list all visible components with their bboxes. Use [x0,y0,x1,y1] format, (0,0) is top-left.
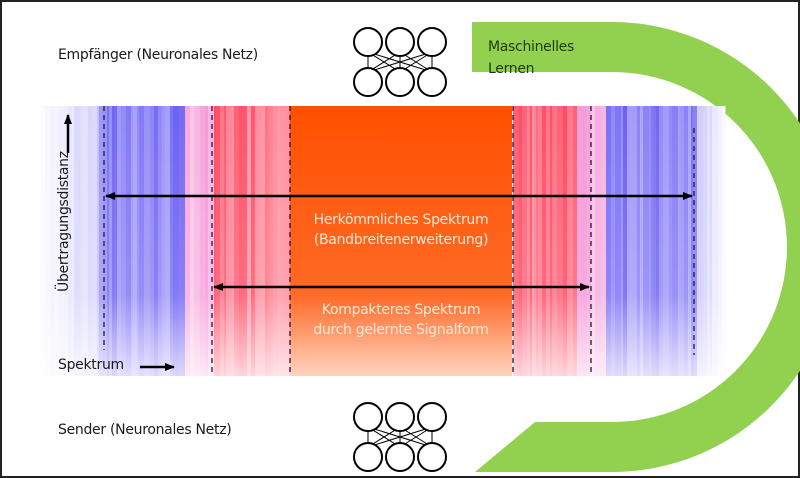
machine-learning-line1: Maschinelles [488,39,574,55]
nn-node [417,27,447,57]
nn-node [417,402,447,432]
compact-line2: durch gelernte Signalform [313,322,489,338]
machine-learning-loop-arrow [472,22,800,472]
nn-node [385,442,415,472]
nn-node [417,67,447,97]
nn-node [385,402,415,432]
nn-node [385,27,415,57]
nn-node [385,67,415,97]
nn-node [353,27,383,57]
distance-axis-label: Übertragungsdistanz [56,151,72,292]
compact-line1: Kompakteres Spektrum [321,302,481,318]
spectrum-axis-label: Spektrum [58,357,124,373]
conventional-spectrum-label: Herkömmliches Spektrum (Bandbreitenerwei… [286,210,516,250]
compact-spectrum-label: Kompakteres Spektrum durch gelernte Sign… [286,300,516,340]
nn-connection [367,426,433,448]
sender-label: Sender (Neuronales Netz) [58,422,232,438]
conventional-line1: Herkömmliches Spektrum [313,212,489,228]
machine-learning-label: Maschinelles Lernen [488,36,574,80]
nn-node [353,402,383,432]
conventional-line2: (Bandbreitenerweiterung) [313,232,489,248]
receiver-label: Empfänger (Neuronales Netz) [58,47,258,63]
machine-learning-line2: Lernen [488,61,535,77]
neural-network-icon [353,402,447,472]
neural-network-icon [353,27,447,97]
nn-node [417,442,447,472]
spectrum-fade-overlay [35,106,725,376]
nn-connection [367,51,433,73]
nn-node [353,67,383,97]
nn-node [353,442,383,472]
